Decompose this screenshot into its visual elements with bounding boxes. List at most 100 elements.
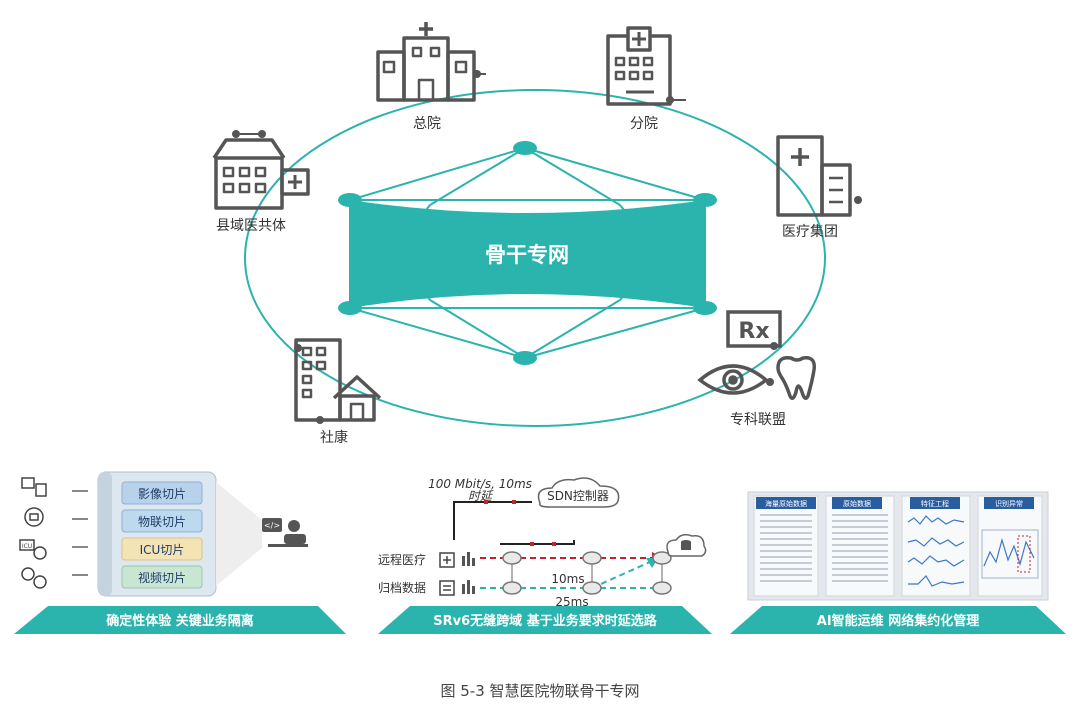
slice-glow xyxy=(216,482,262,586)
router-icon xyxy=(582,551,602,565)
sla-line2: 时延 xyxy=(468,489,494,503)
panel1-footer-label: 确定性体验 关键业务隔离 xyxy=(106,613,254,629)
svg-text:</>: </> xyxy=(264,521,280,530)
slice-label-imaging: 影像切片 xyxy=(138,487,186,501)
node-label-main-hospital: 总院 xyxy=(413,116,441,132)
prescription-label: Rx xyxy=(738,319,769,344)
connector-dot xyxy=(316,416,324,424)
panel-srv6: 100 Mbit/s, 10ms 时延 SDN控制器 远程医疗 归档数据 xyxy=(378,477,712,634)
backbone-core-shape xyxy=(350,200,705,308)
node-label-branch-hospital: 分院 xyxy=(630,116,658,132)
core-node xyxy=(693,193,717,207)
figure-caption: 图 5-3 智慧医院物联骨干专网 xyxy=(440,682,639,700)
node-label-specialty-alliance: 专科联盟 xyxy=(730,412,786,428)
sdn-controller-label: SDN控制器 xyxy=(547,489,609,503)
iot-device-icon xyxy=(24,507,44,527)
dashboard-tag-label: 原始数据 xyxy=(843,499,871,508)
video-call-icon xyxy=(21,567,47,589)
core-node xyxy=(513,141,537,155)
row-label-telemedicine: 远程医疗 xyxy=(378,552,426,567)
control-path xyxy=(453,501,575,545)
connector-dot xyxy=(854,196,862,204)
router-icon xyxy=(652,551,672,565)
connector-dot xyxy=(473,70,481,78)
row-label-archive: 归档数据 xyxy=(378,580,426,595)
prescription-icon: Rx xyxy=(726,310,782,348)
core-node xyxy=(513,351,537,365)
dashboard-tag-label: 识别异常 xyxy=(995,499,1023,508)
imaging-device-icon xyxy=(21,477,47,497)
signal-arrows xyxy=(72,490,88,576)
panel-slicing: ICU 影像切片 物联切片 ICU切片 视频切片 </> 确 xyxy=(14,471,346,634)
connector-dot xyxy=(770,342,778,350)
backbone-label: 骨干专网 xyxy=(485,243,569,267)
slice-label-iot: 物联切片 xyxy=(138,515,186,529)
slice-bar-icu xyxy=(121,537,203,561)
control-markers xyxy=(484,500,556,546)
bar-chart-icon xyxy=(462,552,475,594)
router-icon xyxy=(502,551,522,565)
hospital-building-icon xyxy=(376,22,486,102)
router-icons xyxy=(502,551,672,595)
slice-bar-imaging xyxy=(121,481,203,505)
panel2-footer-label: SRv6无缝跨域 基于业务要求时延选路 xyxy=(433,613,657,629)
slice-bar-iot xyxy=(121,509,203,533)
core-node xyxy=(693,301,717,315)
core-node xyxy=(338,193,362,207)
data-table-lines xyxy=(760,514,888,582)
core-node xyxy=(338,301,362,315)
database-icon xyxy=(681,540,691,550)
node-label-county-alliance: 县域医共体 xyxy=(216,218,286,234)
panel-ai-ops: 海量原始数据 原始数据 特征工程 识别异常 xyxy=(730,491,1066,634)
connector-dot xyxy=(766,378,774,386)
remote-doctor-icon: </> xyxy=(262,518,308,547)
dashboard-tag xyxy=(832,497,882,509)
sdn-controller-cloud xyxy=(537,477,620,508)
feature-sparklines xyxy=(907,515,965,587)
path-archive-up xyxy=(591,561,651,589)
medical-group-icon xyxy=(776,135,852,217)
archive-box-icon xyxy=(439,580,455,596)
sla-line1: 100 Mbit/s, 10ms xyxy=(428,477,532,491)
dashboard-tags xyxy=(756,497,1034,509)
dashboard-tag-label: 海量原始数据 xyxy=(765,499,807,508)
slice-cylinder-side xyxy=(98,472,112,596)
dashboard-tag-label: 特征工程 xyxy=(921,499,949,508)
node-label-community: 社康 xyxy=(320,429,348,446)
panel3-footer-label: AI智能运维 网络集约化管理 xyxy=(817,613,979,629)
panel-footer xyxy=(378,606,712,634)
slice-label-video: 视频切片 xyxy=(138,570,186,585)
icu-icon-label: ICU xyxy=(22,543,32,550)
dashboard-card xyxy=(901,495,971,597)
clinic-building-icon xyxy=(606,26,686,106)
router-icon xyxy=(582,581,602,595)
dashboard-tag xyxy=(756,497,816,509)
backbone-nodes xyxy=(338,141,717,365)
county-hospital-icon xyxy=(212,133,310,210)
panel-footer xyxy=(730,606,1066,634)
connector-dot xyxy=(666,96,674,104)
router-icon xyxy=(652,581,672,595)
connector-dot xyxy=(258,130,266,138)
anomaly-chart xyxy=(981,529,1039,579)
node-label-medical-group: 医疗集团 xyxy=(782,223,838,240)
connector-dot xyxy=(232,130,240,138)
latency-label-1: 10ms xyxy=(551,572,584,586)
dashboard-tag xyxy=(910,497,960,509)
router-icon xyxy=(502,581,522,595)
medical-cross-icon xyxy=(439,552,455,568)
dashboard-card xyxy=(977,495,1043,597)
panel-footer xyxy=(14,606,346,634)
latency-label-2: 25ms xyxy=(555,595,588,609)
tooth-icon xyxy=(776,355,817,400)
icu-device-icon xyxy=(19,539,47,560)
slice-bar-video xyxy=(121,565,203,589)
eye-icon xyxy=(697,364,769,395)
slice-label-icu: ICU切片 xyxy=(140,543,185,557)
network-ring xyxy=(244,89,826,427)
community-clinic-icon xyxy=(294,338,382,422)
connector-dot xyxy=(294,344,302,352)
dashboard-tag xyxy=(984,497,1034,509)
